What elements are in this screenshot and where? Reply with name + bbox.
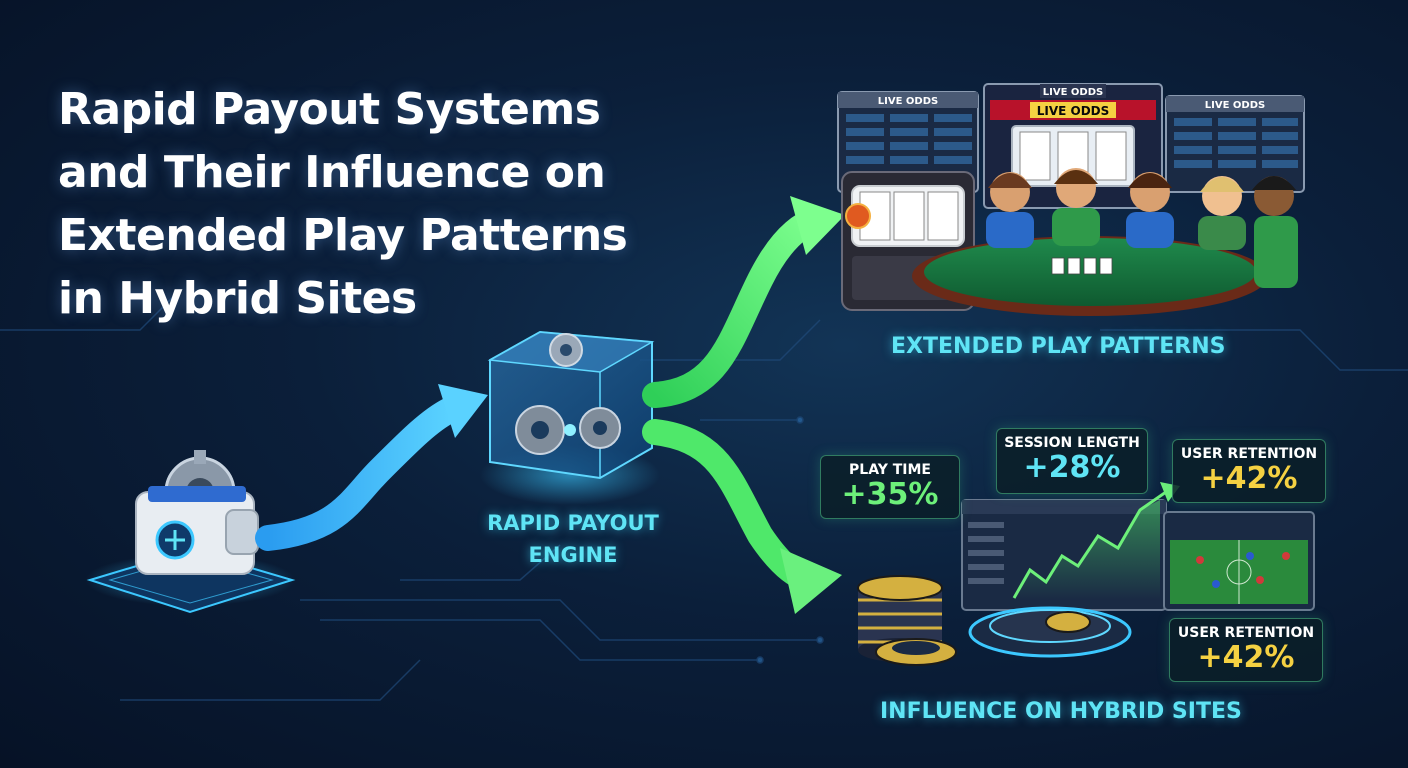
engine-cube-icon	[480, 330, 660, 505]
stat-user-retention-top-label: USER RETENTION	[1180, 446, 1318, 462]
wallet-icon	[135, 486, 259, 575]
circuit-lines	[0, 289, 1408, 701]
odds-left-title: LIVE ODDS	[878, 96, 938, 107]
odds-center-banner: LIVE ODDS	[1037, 104, 1110, 118]
stat-user-retention-bottom: USER RETENTION +42%	[1169, 618, 1323, 682]
influence-label: INFLUENCE ON HYBRID SITES	[880, 699, 1242, 724]
engine-label-line-1: RAPID PAYOUT	[487, 511, 659, 535]
player-5	[1252, 176, 1298, 288]
page-title: Rapid Payout Systems and Their Influence…	[58, 78, 698, 330]
arrow-head-green-bottom	[780, 548, 842, 614]
extended-play-label: EXTENDED PLAY PATTERNS	[891, 334, 1226, 359]
title-line-4: in Hybrid Sites	[58, 273, 417, 324]
poker-table-icon	[912, 236, 1268, 316]
title-line-3: Extended Play Patterns	[58, 210, 628, 261]
player-4	[1198, 176, 1246, 250]
title-line-1: Rapid Payout Systems	[58, 84, 601, 135]
odds-board-right: LIVE ODDS	[1165, 95, 1305, 193]
engine-label: RAPID PAYOUT ENGINE	[463, 507, 683, 571]
engine-label-line-2: ENGINE	[528, 543, 618, 567]
stat-session-length-value: +28%	[1023, 450, 1121, 485]
arrow-wallet-to-engine	[255, 397, 463, 551]
odds-center-title: LIVE ODDS	[1043, 87, 1103, 98]
stat-session-length-label: SESSION LENGTH	[1004, 435, 1140, 451]
stat-user-retention-bottom-label: USER RETENTION	[1177, 625, 1315, 641]
poker-chips-icon	[857, 575, 1132, 666]
stat-play-time: PLAY TIME +35%	[820, 455, 960, 519]
sports-field-icon	[1163, 511, 1315, 611]
stat-play-time-label: PLAY TIME	[849, 462, 931, 478]
player-3	[1126, 172, 1174, 248]
stat-user-retention-bottom-value: +42%	[1197, 640, 1295, 675]
player-1	[986, 172, 1034, 248]
arrow-head-green-top	[790, 196, 845, 255]
growth-chart-icon	[961, 482, 1180, 611]
players-group	[986, 168, 1298, 288]
title-line-2: and Their Influence on	[58, 147, 606, 198]
stat-play-time-value: +35%	[841, 477, 939, 512]
odds-right-title: LIVE ODDS	[1205, 100, 1265, 111]
arrow-engine-to-extended	[642, 207, 828, 408]
arrow-head-blue	[438, 384, 488, 438]
stat-user-retention-top-value: +42%	[1200, 461, 1298, 496]
odds-board-left: LIVE ODDS	[837, 91, 979, 193]
stat-session-length: SESSION LENGTH +28%	[996, 428, 1148, 494]
stat-user-retention-top: USER RETENTION +42%	[1172, 439, 1326, 503]
player-2	[1052, 168, 1100, 246]
